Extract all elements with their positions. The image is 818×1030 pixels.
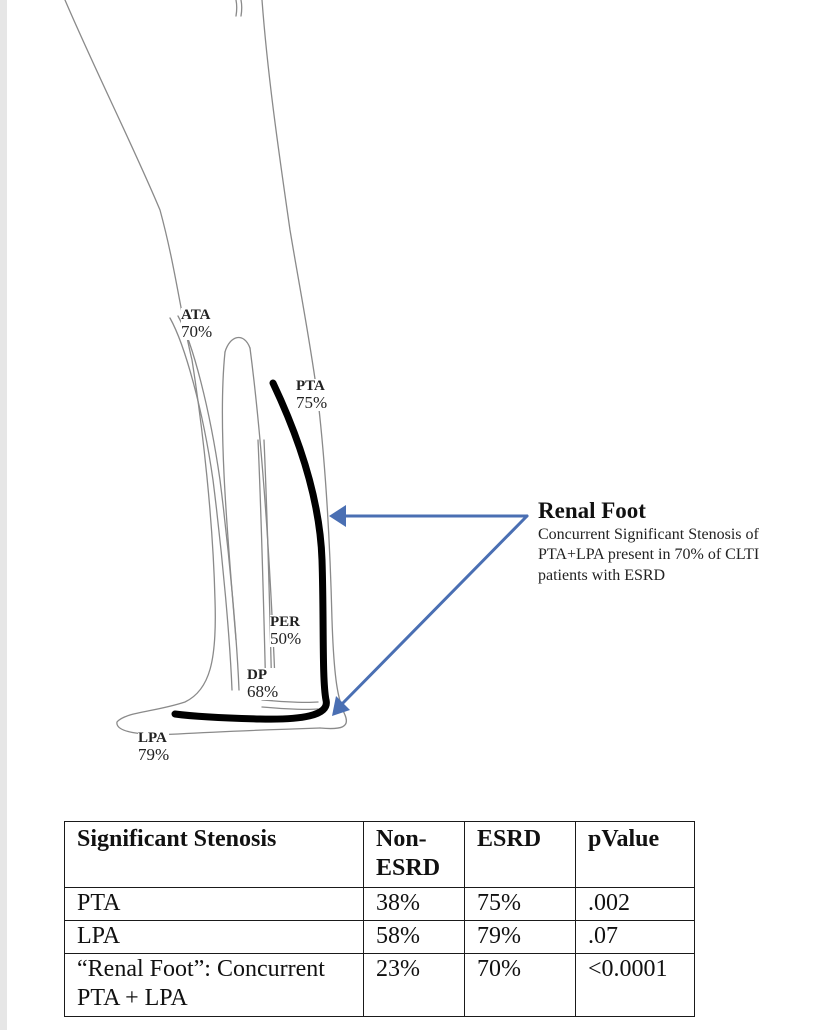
table-cell: “Renal Foot”: Concurrent PTA + LPA <box>64 953 364 1017</box>
table-row: “Renal Foot”: Concurrent PTA + LPA 23% 7… <box>64 953 695 1017</box>
leg-illustration <box>64 0 529 736</box>
vessel-label-pta: PTA 75% <box>296 378 328 412</box>
knee-crease-1 <box>235 0 238 17</box>
renal-foot-annotation: Renal Foot Concurrent Significant Stenos… <box>538 497 808 587</box>
table-cell: 58% <box>363 919 465 955</box>
vessel-code: LPA <box>138 730 167 746</box>
table-cell: <0.0001 <box>575 953 695 1017</box>
dp-vessel-1 <box>261 699 319 704</box>
table-row: PTA 38% 75% .002 <box>64 886 695 921</box>
annotation-title: Renal Foot <box>538 498 646 523</box>
stenosis-line <box>171 379 330 723</box>
ata-loop-top <box>224 336 251 353</box>
vessel-pct: 68% <box>247 682 279 701</box>
vessel-label-ata: ATA 70% <box>181 307 213 341</box>
stenosis-table: Significant Stenosis Non-ESRD ESRD pValu… <box>64 821 695 1017</box>
page-left-margin <box>0 0 7 1030</box>
per-vessel-1 <box>257 439 267 701</box>
vessel-pct: 75% <box>296 393 328 412</box>
vessel-code: ATA <box>181 307 211 323</box>
table-row: LPA 58% 79% .07 <box>64 919 695 955</box>
annotation-body: Concurrent Significant Stenosis of PTA+L… <box>538 525 760 585</box>
table-cell: 38% <box>363 886 465 921</box>
header-non-esrd: Non-ESRD <box>363 821 465 888</box>
vessel-code: PER <box>270 614 300 630</box>
header-esrd: ESRD <box>464 821 576 888</box>
vessel-code: DP <box>247 667 267 683</box>
header-significant-stenosis: Significant Stenosis <box>64 821 364 888</box>
vessel-pct: 50% <box>270 629 302 648</box>
table-cell: 70% <box>464 953 576 1017</box>
table-cell: PTA <box>64 886 364 921</box>
vessel-pct: 70% <box>181 322 213 341</box>
knee-crease-2 <box>240 0 243 17</box>
arrow-head-upper <box>329 505 346 527</box>
ata-loop-left <box>221 351 237 641</box>
arrow-shaft-lower <box>338 514 529 708</box>
dp-vessel-2 <box>261 706 319 711</box>
ata-vessel-outer <box>169 317 233 691</box>
table-cell: 75% <box>464 886 576 921</box>
header-pvalue: pValue <box>575 821 695 888</box>
table-cell: LPA <box>64 919 364 955</box>
table-header-row: Significant Stenosis Non-ESRD ESRD pValu… <box>64 821 695 888</box>
table-cell: .002 <box>575 886 695 921</box>
arrow-head-lower <box>332 696 350 716</box>
vessel-label-per: PER 50% <box>270 614 302 648</box>
table-cell: .07 <box>575 919 695 955</box>
vessel-code: PTA <box>296 378 325 394</box>
vessel-label-dp: DP 68% <box>247 667 279 701</box>
vessel-label-lpa: LPA 79% <box>138 730 170 764</box>
ata-vessel-inner <box>177 315 240 691</box>
vessel-pct: 79% <box>138 745 170 764</box>
table-cell: 79% <box>464 919 576 955</box>
table-cell: 23% <box>363 953 465 1017</box>
